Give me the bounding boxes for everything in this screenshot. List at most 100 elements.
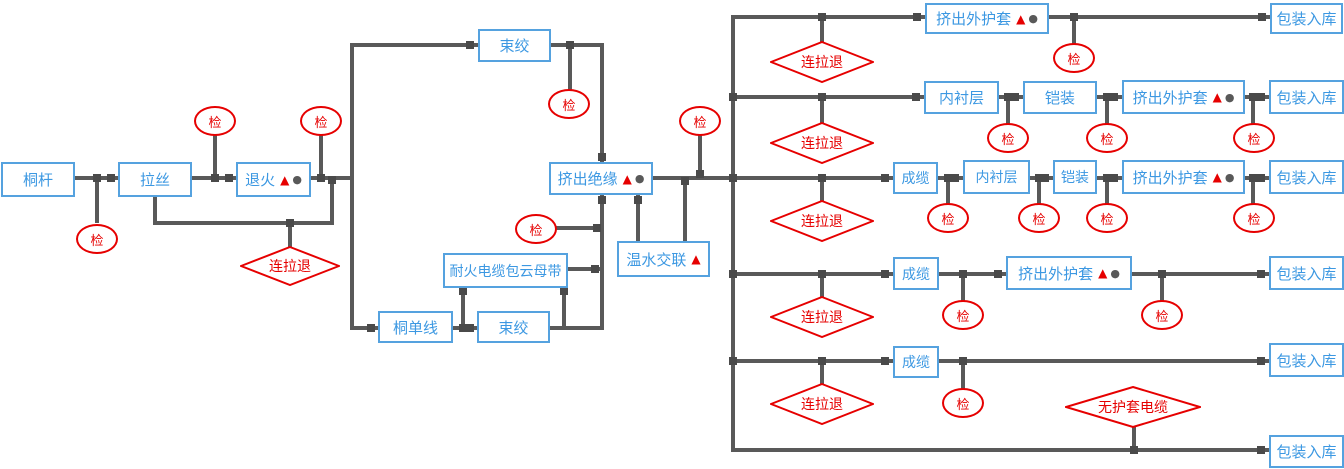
inspection-circle[interactable]: 检	[1018, 203, 1060, 233]
process-box-neichenceng-2[interactable]: 内衬层	[924, 81, 999, 114]
connector-line	[1132, 272, 1271, 276]
diamond-outline	[240, 246, 340, 286]
connector-junction	[1257, 93, 1265, 101]
process-box-label: 成缆	[902, 355, 930, 371]
connector-line	[731, 15, 735, 452]
process-box-chenglan-4[interactable]: 成缆	[893, 257, 939, 290]
decision-diamond[interactable]: 连拉退	[770, 296, 874, 338]
connector-junction	[591, 265, 599, 273]
process-box-jichu-waihutao-2[interactable]: 挤出外护套▲●	[1122, 80, 1245, 114]
process-box-chenglan-5[interactable]: 成缆	[893, 346, 939, 378]
decision-diamond[interactable]: 无护套电缆	[1065, 386, 1201, 428]
process-box-jichu-waihutao-3[interactable]: 挤出外护套▲●	[1122, 160, 1245, 194]
process-box-shujiao-top[interactable]: 束绞	[478, 29, 551, 62]
process-box-baozhuang-ruku-1[interactable]: 包装入库	[1270, 3, 1343, 34]
connector-line	[820, 178, 824, 203]
process-box-baozhuang-ruku-3[interactable]: 包装入库	[1269, 160, 1344, 194]
decision-diamond[interactable]: 连拉退	[770, 383, 874, 425]
inspection-circle[interactable]: 检	[942, 388, 984, 418]
inspection-circle[interactable]: 检	[1086, 123, 1128, 153]
process-box-label: 拉丝	[139, 171, 170, 189]
triangle-marker-icon: ▲	[280, 172, 290, 187]
inspection-circle[interactable]: 检	[1233, 123, 1275, 153]
inspection-circle[interactable]: 检	[987, 123, 1029, 153]
process-box-kaizhuang-2[interactable]: 铠装	[1023, 81, 1097, 114]
inspection-circle[interactable]: 检	[76, 224, 118, 254]
connector-junction	[696, 170, 704, 178]
inspection-label: 检	[693, 115, 707, 131]
inspection-circle[interactable]: 检	[942, 300, 984, 330]
process-box-baozhuang-ruku-6[interactable]: 包装入库	[1269, 435, 1344, 468]
inspection-circle[interactable]: 检	[1141, 300, 1183, 330]
process-box-baozhuang-ruku-2[interactable]: 包装入库	[1269, 80, 1344, 114]
process-box-chenglan-3[interactable]: 成缆	[893, 162, 938, 194]
inspection-label: 检	[90, 233, 104, 249]
inspection-circle[interactable]: 检	[515, 214, 557, 244]
decision-diamond-label: 连拉退	[801, 55, 843, 71]
inspection-circle[interactable]: 检	[927, 203, 969, 233]
connector-junction	[107, 174, 115, 182]
connector-junction	[944, 174, 952, 182]
connector-line	[820, 97, 824, 125]
connector-line	[636, 195, 640, 243]
connector-junction	[566, 41, 574, 49]
dot-marker-icon: ●	[1028, 12, 1038, 25]
inspection-circle[interactable]: 检	[679, 106, 721, 136]
decision-diamond[interactable]: 连拉退	[770, 200, 874, 242]
process-box-lasi[interactable]: 拉丝	[118, 162, 192, 197]
diamond-outline	[770, 296, 874, 338]
connector-junction	[729, 357, 737, 365]
connector-line	[1105, 97, 1109, 125]
connector-junction	[881, 270, 889, 278]
process-box-tonggan[interactable]: 桐杆	[1, 162, 75, 197]
connector-junction	[1041, 174, 1049, 182]
connector-junction	[913, 13, 921, 21]
decision-diamond[interactable]: 连拉退	[770, 122, 874, 164]
connector-junction	[1110, 174, 1118, 182]
connector-junction	[1257, 174, 1265, 182]
process-box-tongdanxian[interactable]: 桐单线	[378, 311, 453, 343]
connector-line	[350, 326, 380, 330]
connector-line	[731, 448, 1271, 452]
process-box-wenshui-jiaolian[interactable]: 温水交联▲	[617, 241, 710, 277]
connector-line	[562, 286, 566, 328]
inspection-circle[interactable]: 检	[1053, 43, 1095, 73]
inspection-label: 检	[1155, 309, 1169, 325]
process-box-neichenceng-3[interactable]: 内衬层	[963, 160, 1030, 194]
diamond-outline	[770, 122, 874, 164]
process-box-kaizhuang-3[interactable]: 铠装	[1053, 160, 1097, 194]
connector-junction	[818, 93, 826, 101]
process-box-baozhuang-ruku-4[interactable]: 包装入库	[1269, 256, 1344, 290]
connector-line	[731, 95, 926, 99]
process-box-label: 耐火电缆包云母带	[449, 263, 562, 280]
decision-diamond[interactable]: 连拉退	[240, 246, 340, 286]
process-box-shujiao-bottom[interactable]: 束绞	[477, 311, 550, 343]
process-box-jichu-waihutao-4[interactable]: 挤出外护套▲●	[1006, 256, 1132, 290]
connector-line	[731, 176, 895, 180]
inspection-circle[interactable]: 检	[194, 106, 236, 136]
connector-junction	[729, 270, 737, 278]
triangle-marker-icon: ▲	[1016, 11, 1026, 26]
inspection-circle[interactable]: 检	[1233, 203, 1275, 233]
connector-junction	[1249, 93, 1257, 101]
decision-diamond[interactable]: 连拉退	[770, 41, 874, 83]
process-box-label: 内衬层	[975, 170, 1018, 186]
dot-marker-icon: ●	[1224, 170, 1235, 184]
connector-junction	[818, 270, 826, 278]
inspection-circle[interactable]: 检	[300, 106, 342, 136]
connector-junction	[818, 174, 826, 182]
triangle-marker-icon: ▲	[1212, 90, 1222, 104]
process-box-label: 铠装	[1044, 89, 1075, 107]
process-box-naihuo-yunmudai[interactable]: 耐火电缆包云母带	[443, 253, 568, 288]
inspection-label: 检	[562, 98, 576, 114]
process-box-baozhuang-ruku-5[interactable]: 包装入库	[1269, 343, 1344, 377]
connector-junction	[317, 174, 325, 182]
process-box-jichu-waihutao-1[interactable]: 挤出外护套▲●	[925, 3, 1049, 34]
process-box-jichu-jueyuan[interactable]: 挤出绝缘▲●	[549, 162, 653, 195]
inspection-circle[interactable]: 检	[1086, 203, 1128, 233]
inspection-circle[interactable]: 检	[548, 89, 590, 119]
connector-line	[731, 359, 895, 363]
connector-line	[1037, 178, 1041, 205]
process-box-label: 束绞	[499, 37, 530, 55]
process-box-tuihuo[interactable]: 退火▲●	[236, 162, 311, 197]
